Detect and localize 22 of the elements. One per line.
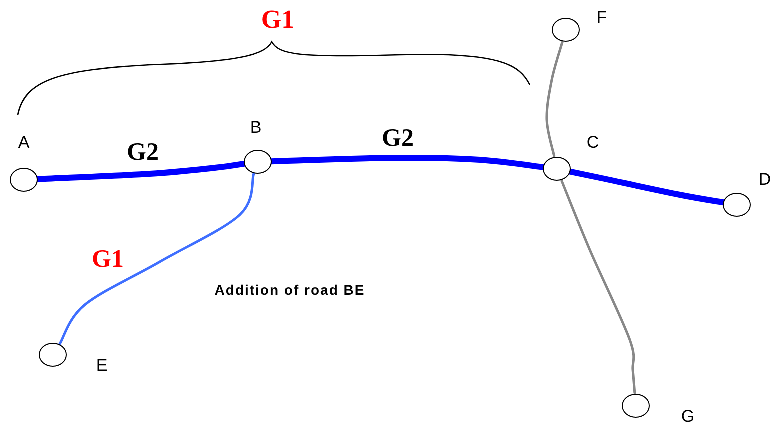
node-letter: E: [96, 356, 108, 376]
node-circle: [39, 343, 67, 367]
node-letter: B: [250, 118, 262, 138]
node-letter: A: [18, 133, 30, 153]
note-text: Addition of road BE: [214, 282, 366, 298]
node-circle: [543, 157, 571, 181]
node-circle: [552, 18, 580, 42]
edge-label: G2: [127, 139, 159, 167]
node-letter: F: [596, 8, 608, 28]
node-letter: D: [758, 170, 772, 190]
edge-label: G1: [92, 246, 124, 274]
brace-label: G1: [261, 5, 295, 35]
node-circle: [622, 394, 650, 418]
edge-label: G2: [382, 125, 414, 153]
node-circle: [10, 168, 38, 192]
node-circle: [723, 193, 751, 217]
road-line: [546, 41, 564, 158]
road-line: [560, 180, 636, 394]
node-letter: G: [681, 407, 695, 427]
node-circle: [244, 150, 272, 174]
node-letter: C: [586, 133, 600, 153]
road-line: [58, 173, 256, 346]
